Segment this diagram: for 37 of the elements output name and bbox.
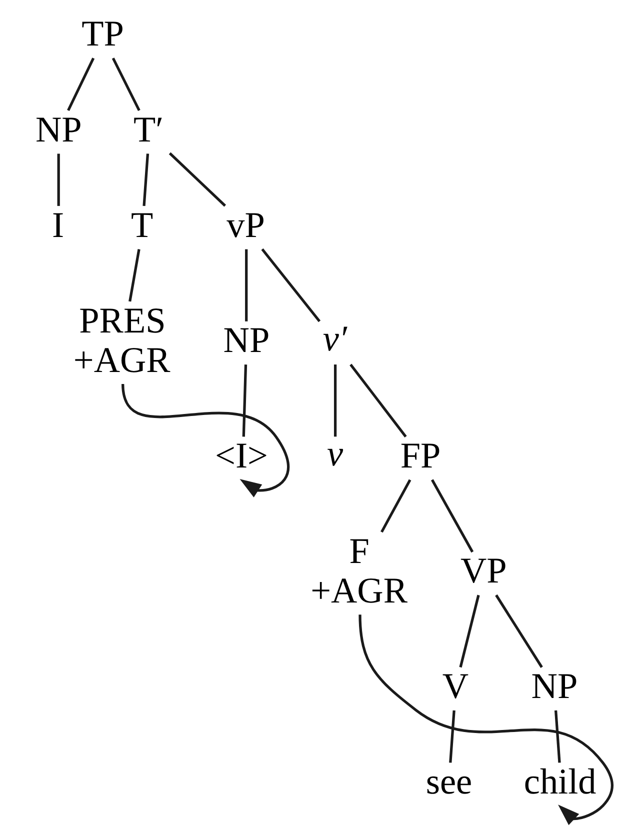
connector — [168, 152, 226, 207]
node-text: T′ — [133, 109, 164, 150]
node-text: v — [326, 434, 343, 474]
connector — [458, 594, 480, 668]
node-text: NP — [35, 109, 82, 150]
node-text: V — [442, 666, 468, 706]
connector — [430, 479, 474, 553]
node-text: v′ — [322, 318, 346, 358]
connector — [554, 710, 560, 763]
node-text: VP — [460, 550, 506, 591]
node-text: FP — [400, 435, 440, 476]
connector — [448, 710, 455, 763]
connector — [349, 364, 406, 438]
connector — [111, 58, 140, 112]
node-text: NP — [222, 320, 270, 360]
node-text: see — [425, 761, 472, 802]
connector — [142, 154, 149, 206]
node-text: <I> — [214, 435, 268, 476]
connector — [244, 249, 248, 322]
node-text: TP — [81, 14, 124, 54]
node-text: child — [523, 761, 596, 802]
connector — [56, 154, 60, 206]
connector — [333, 364, 336, 437]
connector — [380, 479, 411, 533]
connector — [128, 249, 140, 302]
connector — [260, 248, 320, 322]
node-text: vP — [226, 204, 264, 245]
node-text: T — [130, 204, 153, 245]
connector — [66, 58, 94, 111]
arrow — [358, 614, 613, 826]
node-text: PRES +AGR — [72, 300, 170, 380]
connector — [242, 364, 247, 437]
node-text: NP — [530, 666, 578, 706]
arrow — [121, 384, 289, 498]
connector — [494, 594, 542, 668]
node-text: F +AGR — [310, 530, 407, 610]
node-text: I — [52, 204, 64, 245]
